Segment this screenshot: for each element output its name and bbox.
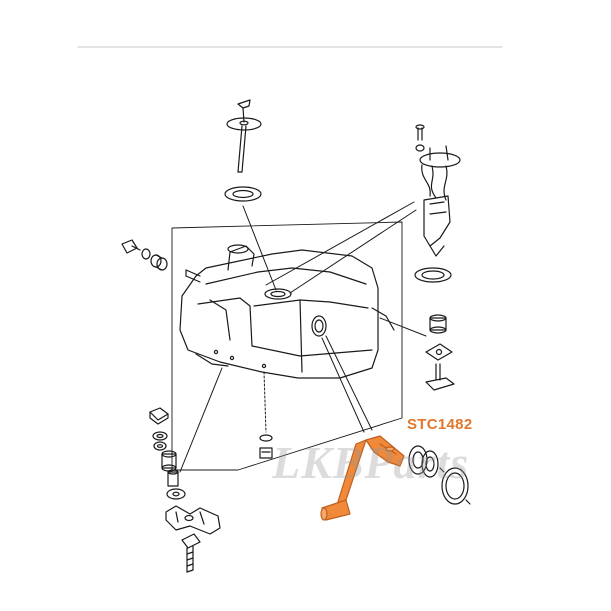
breather-pipe xyxy=(226,99,262,173)
part-number-label[interactable]: STC1482 xyxy=(407,416,473,433)
mount-washer-left-3 xyxy=(166,488,186,500)
fuel-pump-assembly xyxy=(415,124,461,257)
sender-leader-2 xyxy=(325,335,373,431)
mount-rubber-right xyxy=(429,314,447,334)
sender-gasket xyxy=(408,445,428,475)
drain-washer xyxy=(259,434,273,442)
mount-washer-right xyxy=(425,343,453,361)
right-mount-leader xyxy=(379,317,427,337)
mount-bracket-left xyxy=(165,505,221,535)
spacer-left xyxy=(150,254,168,271)
sender-leader xyxy=(321,337,365,433)
mount-washer-left-2 xyxy=(153,441,167,451)
small-washer-left xyxy=(141,248,151,260)
fuel-pump-seal xyxy=(414,267,452,283)
left-mount-leader xyxy=(179,367,223,473)
fuel-tank-body xyxy=(179,244,395,379)
mount-spacer-left xyxy=(167,469,179,487)
drain-leader xyxy=(263,371,267,433)
breather-leader xyxy=(242,205,277,291)
breather-seal xyxy=(224,186,262,202)
tank-sender-unit-stc1482[interactable] xyxy=(320,435,405,521)
sender-seal-ring xyxy=(421,450,439,478)
drain-plug-bolt xyxy=(121,239,141,254)
drain-plug xyxy=(259,447,273,459)
mount-rubber-left xyxy=(161,450,177,472)
pump-leader-1 xyxy=(265,201,415,286)
sender-locking-ring xyxy=(439,467,471,505)
mount-washer-left-1 xyxy=(152,431,168,441)
pump-leader-2 xyxy=(289,209,417,294)
mount-stud-right xyxy=(425,363,455,391)
mount-bolt-left xyxy=(181,533,201,573)
mount-nut-left xyxy=(149,407,169,425)
assembly-frame xyxy=(171,221,403,471)
